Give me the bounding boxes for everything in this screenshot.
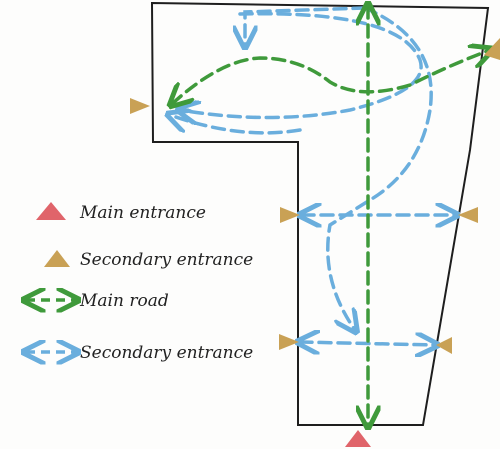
secondary-entrance-marker-ne xyxy=(484,38,500,60)
main-entrance-marker xyxy=(345,430,371,447)
triangle-icon xyxy=(44,250,70,267)
secondary-roads xyxy=(170,6,455,345)
legend-label-secondary-entrance: Secondary entrance xyxy=(80,250,253,270)
legend-label-main-road: Main road xyxy=(79,291,169,311)
legend-item-main-road: Main road xyxy=(26,291,169,311)
secondary-entrance-marker-west xyxy=(130,98,150,114)
legend-item-secondary-entrance: Secondary entrance xyxy=(44,250,253,270)
secondary-road-loop xyxy=(326,6,433,330)
secondary-road-west-bottom xyxy=(170,115,302,135)
secondary-entrance-marker-low-right xyxy=(436,337,452,354)
secondary-entrance-marker-mid-left xyxy=(280,207,300,223)
legend-label-secondary-road: Secondary entrance xyxy=(80,343,253,363)
legend-label-main-entrance: Main entrance xyxy=(79,203,206,223)
secondary-road-upper-loop xyxy=(180,11,423,118)
main-roads xyxy=(172,6,490,425)
legend-item-main-entrance: Main entrance xyxy=(36,202,206,223)
secondary-road-top-left xyxy=(245,6,367,45)
plan-entrances xyxy=(130,38,500,447)
legend: Main entrance Secondary entrance Main ro… xyxy=(26,202,253,363)
secondary-entrance-marker-mid-right xyxy=(458,207,478,223)
main-road-curve xyxy=(172,50,490,104)
legend-item-secondary-road: Secondary entrance xyxy=(26,343,253,363)
triangle-icon xyxy=(36,202,66,220)
secondary-entrance-marker-low-left xyxy=(279,334,299,350)
